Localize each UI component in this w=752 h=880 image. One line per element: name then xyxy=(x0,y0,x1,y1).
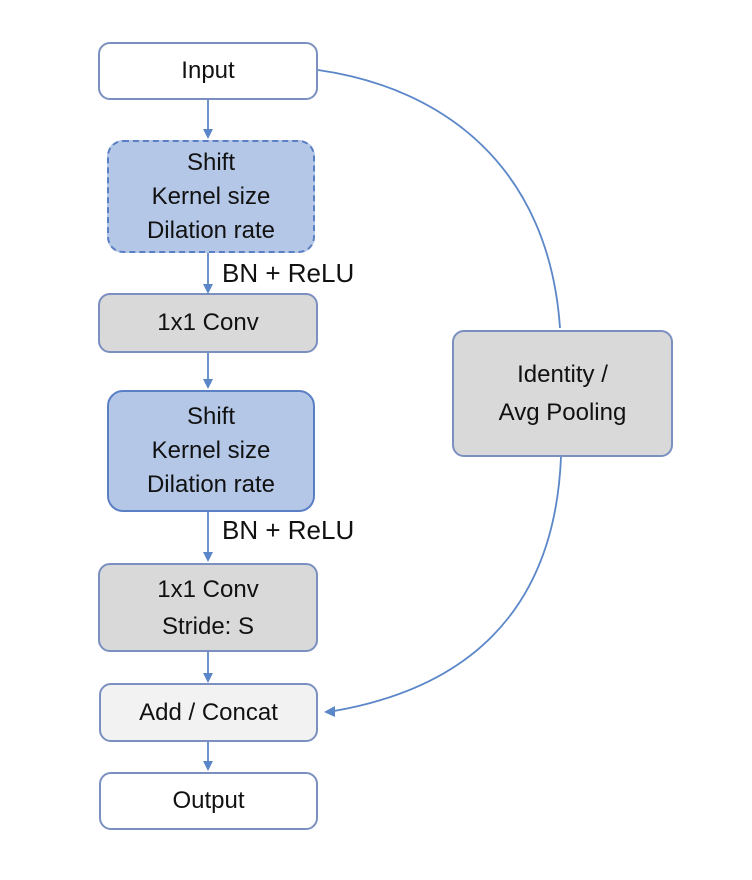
node-input-label: Input xyxy=(181,57,235,84)
node-shift-dashed-line2: Kernel size xyxy=(151,182,271,210)
node-shift-solid-line2: Kernel size xyxy=(151,437,271,464)
arrowhead xyxy=(203,673,213,683)
node-conv-1x1: 1x1 Conv xyxy=(98,293,318,353)
arrowhead xyxy=(203,552,213,562)
node-add-concat: Add / Concat xyxy=(99,683,318,742)
node-output-label: Output xyxy=(172,787,245,814)
node-identity-line2: Avg Pooling xyxy=(498,398,627,426)
bn-relu-label-2: BN + ReLU xyxy=(222,515,355,545)
arrowhead xyxy=(203,761,213,771)
node-shift-solid-line1: Shift xyxy=(186,403,236,430)
arrowhead xyxy=(203,284,213,294)
bn-relu-label-1: BN + ReLU xyxy=(222,258,355,288)
node-shift-solid: Shift Kernel size Dilation rate xyxy=(107,390,315,512)
node-conv-1x1-stride-line1: 1x1 Conv xyxy=(157,575,259,603)
node-shift-dashed: Shift Kernel size Dilation rate xyxy=(107,140,315,253)
node-conv-1x1-label: 1x1 Conv xyxy=(157,309,259,336)
arc-input-to-identity xyxy=(317,69,561,329)
node-conv-1x1-stride-line2: Stride: S xyxy=(161,612,255,640)
node-input: Input xyxy=(98,42,318,100)
arrowhead xyxy=(203,129,213,139)
node-add-concat-label: Add / Concat xyxy=(139,698,278,726)
arrowhead xyxy=(203,379,213,389)
node-shift-solid-line3: Dilation rate xyxy=(146,471,276,498)
node-identity-line1: Identity / xyxy=(517,360,608,388)
arrowhead-arc xyxy=(324,706,335,717)
node-conv-1x1-stride: 1x1 Conv Stride: S xyxy=(98,563,318,652)
node-shift-dashed-line1: Shift xyxy=(186,148,236,176)
node-identity-avg-pooling: Identity / Avg Pooling xyxy=(452,330,673,457)
node-output: Output xyxy=(99,772,318,830)
node-shift-dashed-line3: Dilation rate xyxy=(146,216,276,244)
arc-identity-to-add xyxy=(333,456,562,712)
